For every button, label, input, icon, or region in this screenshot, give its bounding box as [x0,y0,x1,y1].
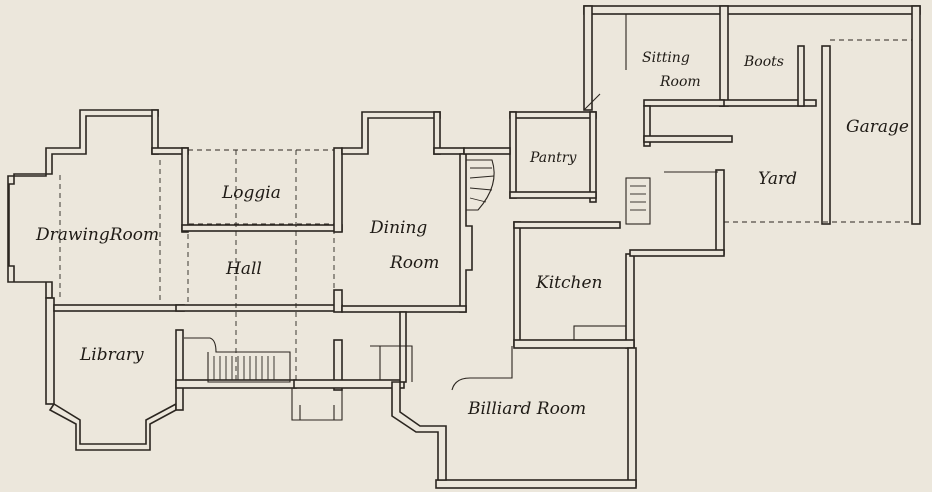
central-walls [59,147,405,421]
label-dining-line1: Dining [369,218,427,238]
label-billiard-room: Billiard Room [467,399,586,419]
room-labels: DrawingRoom Loggia Hall Library Dining R… [35,50,909,419]
label-yard: Yard [758,169,797,189]
service-walls [463,111,651,349]
billiard-walls [370,345,637,489]
label-sitting-line1: Sitting [642,50,690,66]
label-dining-line2: Room [389,253,439,273]
main-staircase [184,337,291,383]
north-east-walls [583,5,921,257]
label-kitchen: Kitchen [535,273,602,293]
label-loggia: Loggia [221,183,281,203]
label-hall: Hall [225,259,262,279]
label-sitting-line2: Room [659,74,701,90]
label-pantry: Pantry [529,150,577,166]
label-drawing-room: DrawingRoom [35,225,159,245]
west-wing-walls [7,109,189,451]
label-library: Library [79,345,144,365]
label-garage: Garage [846,117,909,137]
label-boots: Boots [743,54,784,70]
